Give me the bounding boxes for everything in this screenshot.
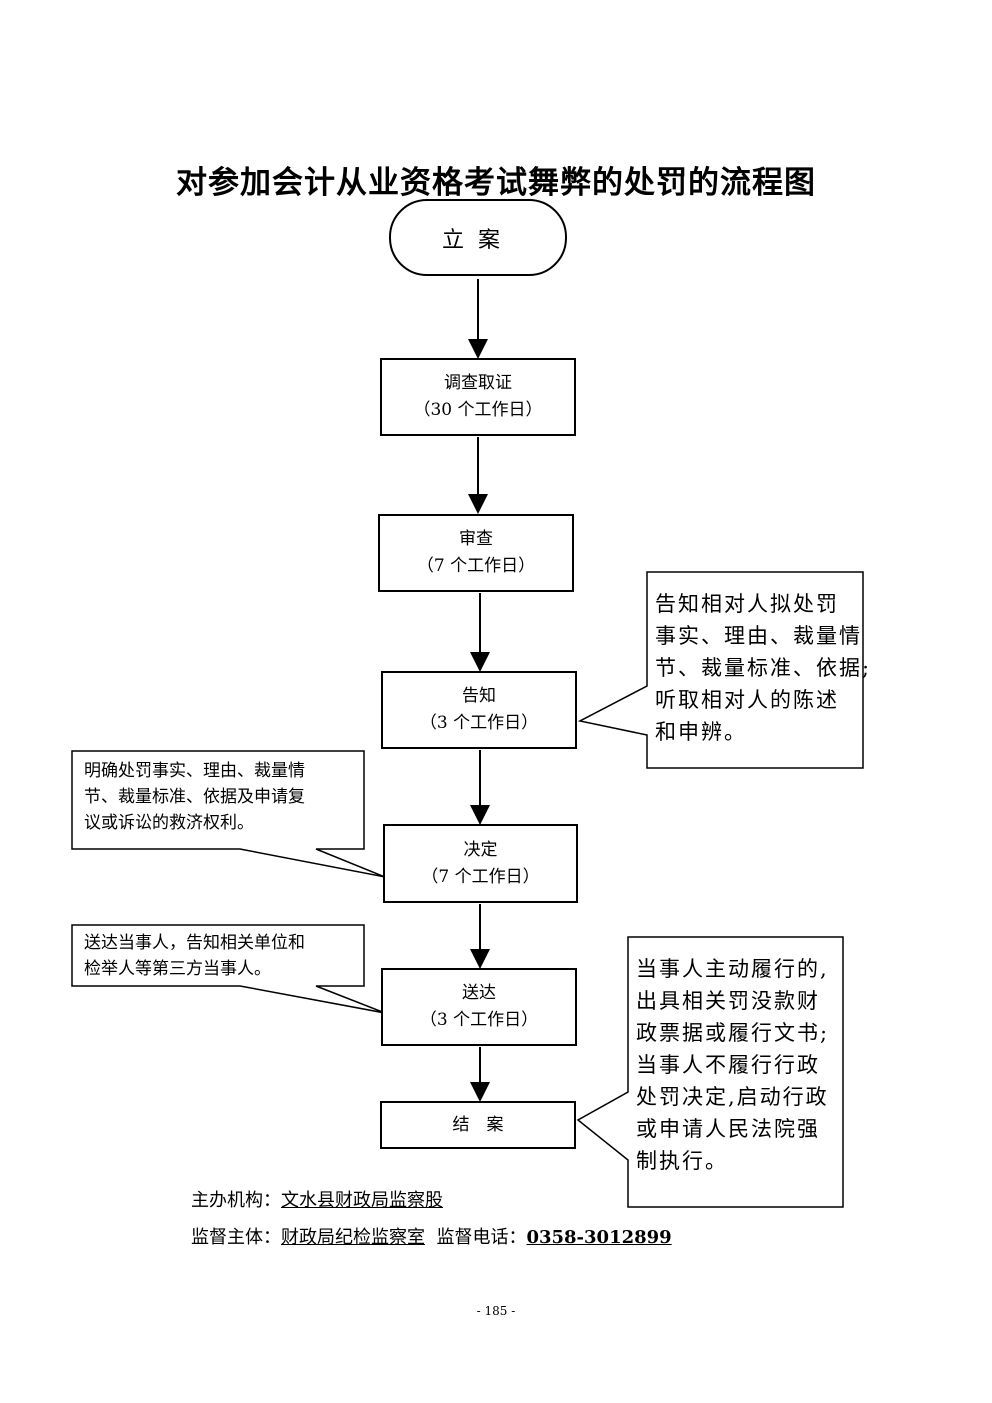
callout-inform — [577, 571, 864, 769]
footer-org: 主办机构：文水县财政局监察股 — [191, 1186, 443, 1212]
callout-decide — [71, 750, 386, 878]
step-name: 告知 — [462, 686, 496, 706]
footer-supervision: 监督主体：财政局纪检监察室 监督电话：0358-3012899 — [191, 1223, 672, 1249]
step-time: （30 个工作日） — [413, 400, 543, 420]
note-inform: 告知相对人拟处罚 事实、理由、裁量情 节、裁量标准、依据; 听取相对人的陈述 和… — [655, 592, 872, 744]
page-number: - 185 - — [476, 1304, 516, 1318]
step-review: 审查 （7 个工作日） — [378, 514, 574, 592]
note-close: 当事人主动履行的, 出具相关罚没款财 政票据或履行文书; 当事人不履行行政 处罚… — [636, 957, 830, 1173]
org-value: 文水县财政局监察股 — [281, 1190, 443, 1211]
start-label: 立案 — [441, 227, 514, 253]
step-time: （7 个工作日） — [416, 556, 536, 576]
callout-close — [576, 936, 844, 1208]
org-label: 主办机构： — [191, 1190, 281, 1211]
step-time: （7 个工作日） — [421, 866, 540, 887]
step-name: 结 案 — [452, 1114, 504, 1135]
step-name: 决定 — [463, 839, 498, 860]
step-name: 调查取证 — [444, 373, 512, 393]
step-time: （3 个工作日） — [419, 713, 539, 733]
step-deliver: 送达 （3 个工作日） — [381, 968, 577, 1046]
note-decide: 明确处罚事实、理由、裁量情 节、裁量标准、依据及申请复 议或诉讼的救济权利。 — [84, 761, 305, 833]
phone-label: 监督电话： — [436, 1227, 527, 1248]
note-deliver: 送达当事人，告知相关单位和 检举人等第三方当事人。 — [84, 933, 305, 979]
supervisor-value: 财政局纪检监察室 — [281, 1227, 425, 1248]
step-inform: 告知 （3 个工作日） — [381, 671, 577, 749]
phone-value: 0358-3012899 — [526, 1227, 672, 1248]
step-name: 送达 — [462, 983, 496, 1003]
page-title: 对参加会计从业资格考试舞弊的处罚的流程图 — [176, 165, 816, 201]
step-time: （3 个工作日） — [419, 1010, 539, 1030]
start-node: 立案 — [389, 199, 567, 276]
step-decide: 决定 （7 个工作日） — [383, 824, 578, 903]
callout-deliver — [71, 924, 386, 1014]
step-close: 结 案 — [380, 1101, 576, 1149]
step-investigate: 调查取证 （30 个工作日） — [380, 358, 576, 436]
step-name: 审查 — [459, 529, 493, 549]
supervisor-label: 监督主体： — [191, 1227, 281, 1248]
